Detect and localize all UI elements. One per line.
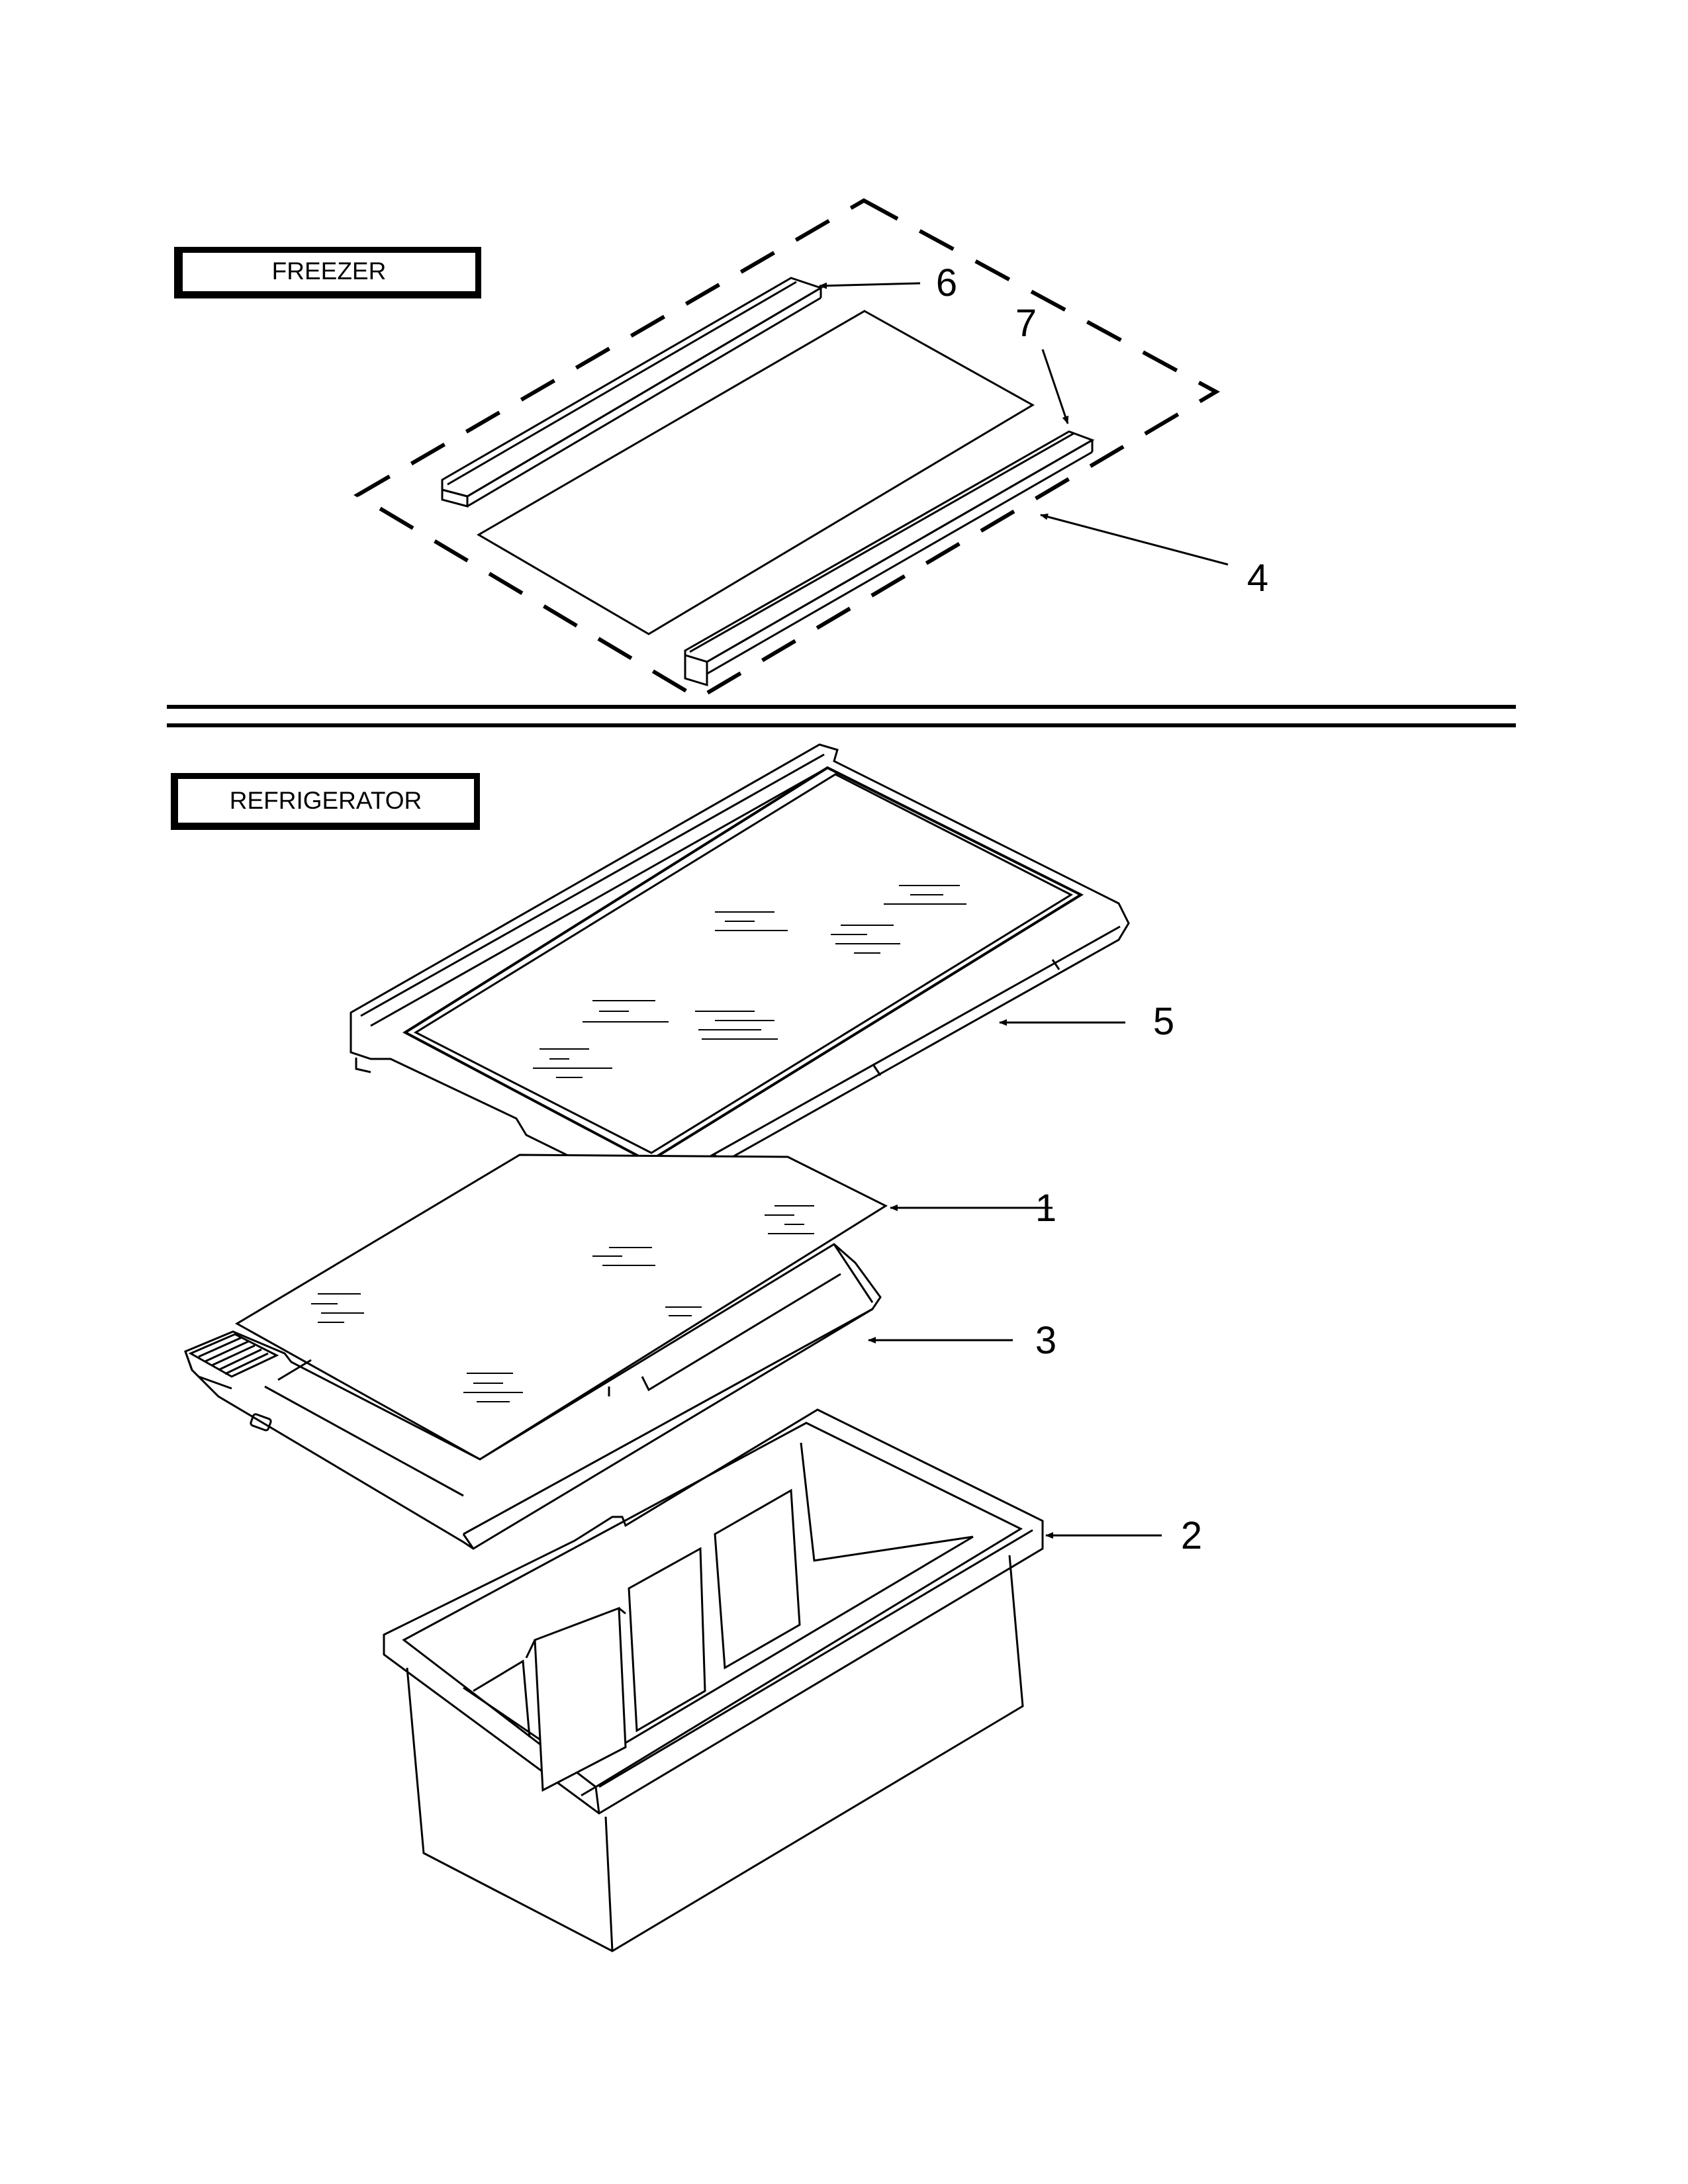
crisper-divider-fins	[473, 1488, 801, 1792]
section-divider	[167, 705, 1516, 727]
callout-5: 5	[999, 1000, 1174, 1043]
crisper-pan	[383, 1408, 1044, 1952]
callout-7-number: 7	[1015, 302, 1037, 345]
callout-7: 7	[1015, 302, 1069, 424]
freezer-rear-trim	[441, 277, 823, 508]
freezer-label: FREEZER	[272, 257, 387, 285]
shelf-frame-glass-reflections	[533, 885, 966, 1078]
freezer-assembly-dashed-outline	[353, 198, 1221, 701]
callout-4-number: 4	[1247, 557, 1268, 600]
refrigerator-glass-panel	[235, 1154, 888, 1461]
callout-2-number: 2	[1181, 1514, 1202, 1557]
freezer-label-box: FREEZER	[174, 247, 481, 298]
callout-6: 6	[819, 261, 957, 304]
freezer-front-trim	[684, 430, 1095, 687]
callout-1-number: 1	[1035, 1187, 1056, 1230]
glass-panel-reflections	[311, 1205, 814, 1402]
callout-3-number: 3	[1035, 1319, 1056, 1362]
crisper-humidity-slider	[250, 1413, 272, 1432]
callout-1: 1	[890, 1187, 1056, 1230]
freezer-shelf-assembly	[353, 198, 1221, 701]
refrigerator-label: REFRIGERATOR	[230, 787, 422, 814]
crisper-vent-grille	[188, 1333, 279, 1390]
callout-4: 4	[1040, 513, 1268, 600]
callout-5-number: 5	[1153, 1000, 1174, 1043]
refrigerator-label-box: REFRIGERATOR	[171, 773, 480, 830]
refrigerator-shelf-frame	[350, 743, 1130, 1198]
crisper-cover-frame	[184, 1243, 882, 1550]
callout-6-number: 6	[936, 261, 957, 304]
callout-3: 3	[868, 1319, 1056, 1362]
callout-2: 2	[1045, 1514, 1202, 1557]
freezer-glass-panel	[477, 310, 1035, 635]
